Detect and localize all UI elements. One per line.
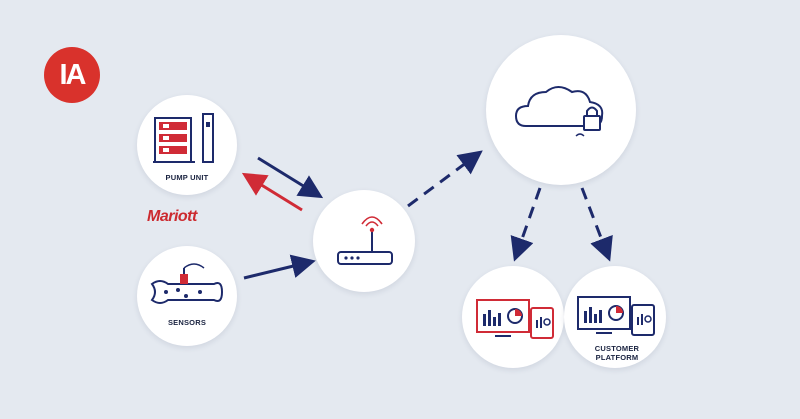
arrow-gateway-to-pump [241,172,303,212]
arrow-gateway-to-cloud [407,150,483,208]
gateway-node [313,190,415,292]
customer-platform-label-2: PLATFORM [595,353,639,362]
platform-a-node [462,266,564,368]
arrow-cloud-to-platform-b [580,187,613,262]
ia-logo: IA [44,47,100,103]
cloud-lock-icon [514,86,604,137]
tablet-icon [530,307,554,339]
monitor-chart-icon [476,299,530,337]
monitor-chart-icon [577,296,631,334]
pump-unit-label: PUMP UNIT [165,173,209,182]
brand-wordmark: Mariott [147,208,197,225]
arrow-pump-to-gateway [257,156,324,199]
sensor-pipe-icon [150,263,224,304]
pump-icon [153,113,214,163]
arrow-cloud-to-platform-a [510,187,542,262]
router-icon [337,216,393,265]
cloud-node [486,35,636,185]
arrow-sensors-to-gateway [243,254,316,280]
sensors-label: SENSORS [167,318,207,327]
pump-unit-node [137,95,237,195]
tablet-icon [631,304,655,336]
customer-platform-node [564,266,666,368]
customer-platform-label-1: CUSTOMER [594,344,640,353]
